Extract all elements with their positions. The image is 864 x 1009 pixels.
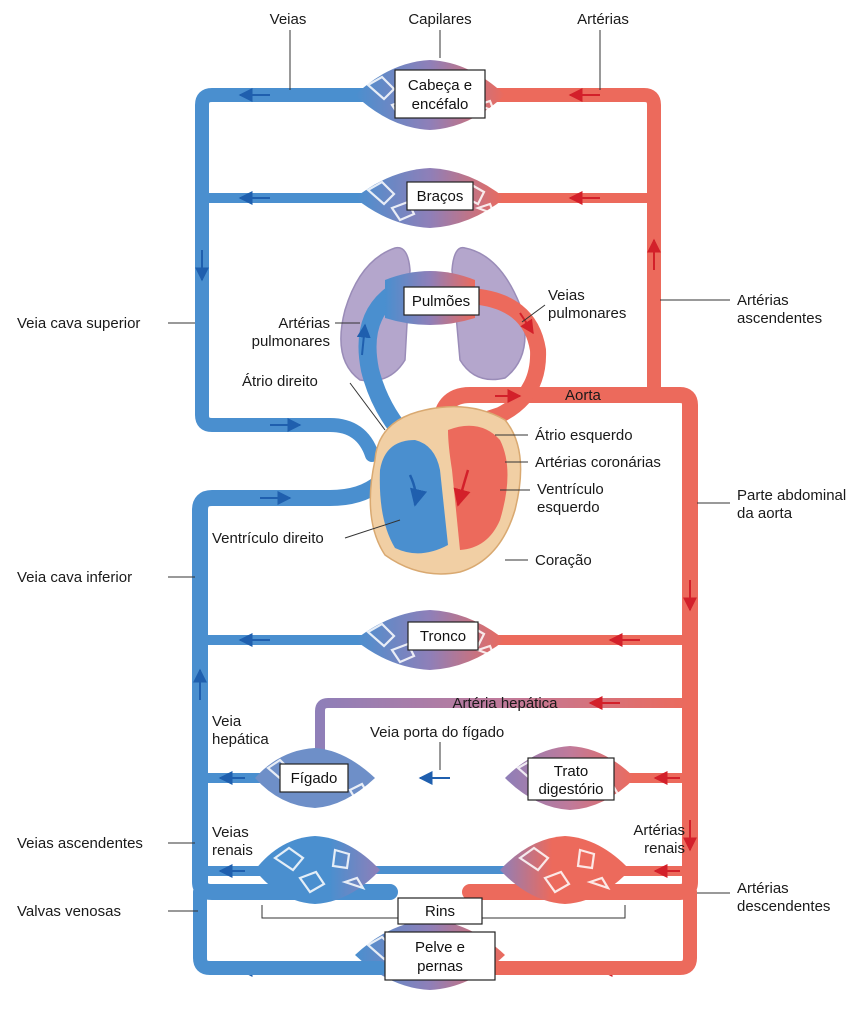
organ-head-line1: Cabeça e [408, 77, 472, 94]
label-arterias-renais-2: renais [644, 840, 685, 857]
label-coracao: Coração [535, 552, 592, 569]
label-arterias-descendentes-2: descendentes [737, 898, 830, 915]
organ-arms: Braços [417, 188, 464, 205]
label-arterias-ascendentes-1: Artérias [737, 292, 789, 309]
label-parte-abdominal-1: Parte abdominal [737, 487, 846, 504]
organ-digestive-line1: Trato [554, 763, 588, 780]
label-veia-porta: Veia porta do fígado [370, 724, 504, 741]
organ-trunk: Tronco [420, 628, 466, 645]
label-arterias-descendentes-1: Artérias [737, 880, 789, 897]
label-veias: Veias [270, 11, 307, 28]
label-veias-pulmonares-1: Veias [548, 287, 585, 304]
label-capilares: Capilares [408, 11, 471, 28]
organ-digestive-line2: digestório [538, 781, 603, 798]
label-arterias-pulmonares-1: Artérias [278, 315, 330, 332]
label-aorta: Aorta [565, 387, 602, 404]
label-arterias-pulmonares-2: pulmonares [252, 333, 330, 350]
label-ventriculo-direito: Ventrículo direito [212, 530, 324, 547]
label-veia-cava-inferior: Veia cava inferior [17, 569, 132, 586]
label-veias-renais-2: renais [212, 842, 253, 859]
heart [370, 407, 520, 574]
label-ventriculo-esquerdo-2: esquerdo [537, 499, 600, 516]
label-veias-ascendentes: Veias ascendentes [17, 835, 143, 852]
label-veia-cava-superior: Veia cava superior [17, 315, 140, 332]
label-atrio-esquerdo: Átrio esquerdo [535, 427, 633, 444]
label-veias-renais-1: Veias [212, 824, 249, 841]
label-veia-hepatica-2: hepática [212, 731, 269, 748]
label-ventriculo-esquerdo-1: Ventrículo [537, 481, 604, 498]
organ-lungs: Pulmões [412, 293, 470, 310]
label-parte-abdominal-2: da aorta [737, 505, 793, 522]
label-atrio-direito: Átrio direito [242, 373, 318, 390]
organ-pelvis-line1: Pelve e [415, 939, 465, 956]
organ-kidneys: Rins [425, 903, 455, 920]
pelvis-vein [200, 892, 380, 968]
label-arterias-coronarias: Artérias coronárias [535, 454, 661, 471]
label-veias-pulmonares-2: pulmonares [548, 305, 626, 322]
organ-head-line2: encéfalo [412, 96, 469, 113]
label-arterias-renais-1: Artérias [633, 822, 685, 839]
label-arteria-hepatica: Artéria hepática [452, 695, 558, 712]
label-valvas-venosas: Valvas venosas [17, 903, 121, 920]
label-arterias: Artérias [577, 11, 629, 28]
organ-liver: Fígado [291, 770, 338, 787]
pelvis-artery [480, 892, 690, 968]
organ-pelvis-line2: pernas [417, 958, 463, 975]
label-arterias-ascendentes-2: ascendentes [737, 310, 822, 327]
label-veia-hepatica-1: Veia [212, 713, 242, 730]
